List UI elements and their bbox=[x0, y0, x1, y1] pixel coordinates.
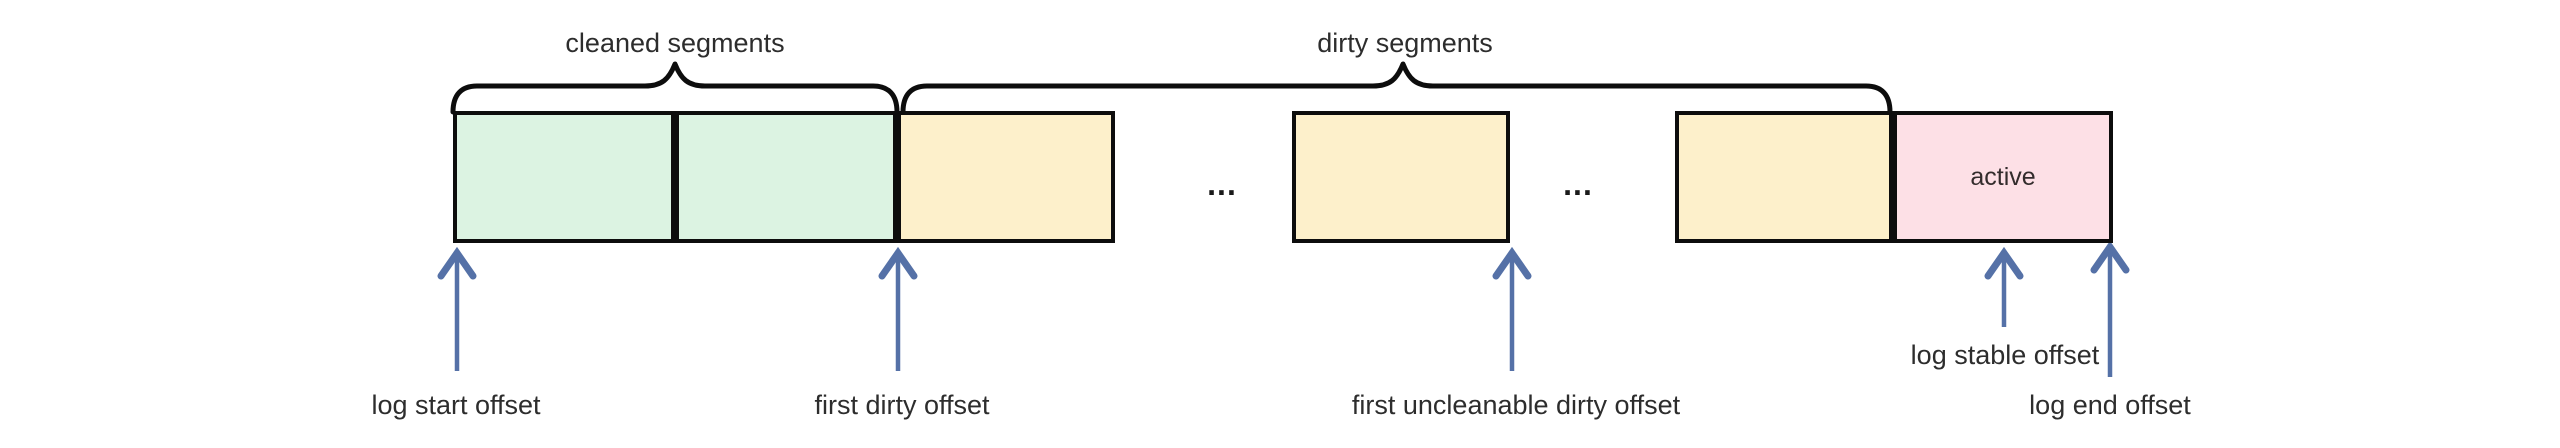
dirty-segment-2 bbox=[1292, 111, 1510, 243]
log-stable-offset-label: log stable offset bbox=[1910, 340, 2100, 370]
dirty-segment-3 bbox=[1675, 111, 1893, 243]
log-end-offset-label: log end offset bbox=[2029, 390, 2191, 420]
cleaned-segments-label: cleaned segments bbox=[565, 28, 785, 58]
log-start-offset-label: log start offset bbox=[371, 390, 541, 420]
first-uncleanable-dirty-offset-arrow bbox=[1492, 246, 1532, 371]
dirty-segments-label: dirty segments bbox=[1317, 28, 1493, 58]
log-stable-offset-arrow bbox=[1984, 246, 2024, 327]
ellipsis-1: ... bbox=[1207, 166, 1237, 202]
first-uncleanable-dirty-offset-label: first uncleanable dirty offset bbox=[1351, 390, 1681, 420]
log-end-offset-arrow bbox=[2090, 240, 2130, 377]
first-dirty-offset-label: first dirty offset bbox=[814, 390, 990, 420]
cleaned-segment-2 bbox=[675, 111, 897, 243]
active-segment: active bbox=[1893, 111, 2113, 243]
active-segment-label: active bbox=[1970, 162, 2036, 191]
ellipsis-2: ... bbox=[1563, 166, 1593, 202]
dirty-segments-brace bbox=[900, 61, 1893, 115]
cleaned-segment-1 bbox=[453, 111, 675, 243]
first-dirty-offset-arrow bbox=[878, 246, 918, 371]
log-start-offset-arrow bbox=[437, 246, 477, 371]
dirty-segment-1 bbox=[897, 111, 1115, 243]
cleaned-segments-brace bbox=[450, 61, 900, 115]
